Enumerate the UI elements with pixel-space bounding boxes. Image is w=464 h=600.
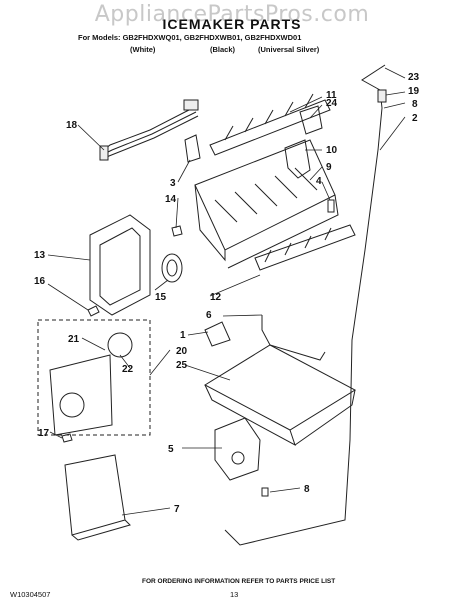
fill-cup-part [254,224,356,271]
document-number: W10304507 [10,590,51,599]
motor-assembly-part [37,319,151,436]
callout-14: 14 [165,194,177,205]
shutoff-arm-part [261,315,326,361]
clip-part [184,134,201,163]
callouts: 23 19 8 2 11 24 18 10 9 3 4 14 13 16 15 … [34,72,420,515]
variant-silver: (Universal Silver) [258,45,320,54]
callout-11: 11 [326,90,337,101]
callout-10: 10 [326,145,338,156]
callout-25: 25 [176,360,188,371]
callout-1: 1 [180,330,186,341]
callout-15: 15 [155,292,167,303]
callout-13: 13 [34,250,46,261]
control-housing-part [89,214,151,316]
callout-18: 18 [66,120,78,131]
callout-17: 17 [38,428,50,439]
callout-4: 4 [316,176,322,187]
callout-20: 20 [176,346,188,357]
callout-23: 23 [408,72,420,83]
callout-7: 7 [174,504,180,515]
callout-8-lower: 8 [304,484,310,495]
gear-part [161,253,183,283]
callout-2: 2 [412,113,418,124]
fill-tube-part [224,64,387,546]
diagram-title: ICEMAKER PARTS [162,16,302,32]
bracket-part [284,105,323,179]
valve-cover-part [64,454,131,541]
callout-19: 19 [408,86,420,97]
screw-part [61,433,73,443]
screw-part [327,199,335,213]
leader-lines [47,67,406,516]
callout-5: 5 [168,444,174,455]
variant-white: (White) [130,45,156,54]
models-line: For Models: GB2FHDXWQ01, GB2FHDXWB01, GB… [78,33,302,42]
callout-6: 6 [206,310,212,321]
callout-8: 8 [412,99,418,110]
callout-21: 21 [68,334,80,345]
watermark: AppliancePartsPros.com [94,2,370,27]
callout-22: 22 [122,364,134,375]
icemaker-mold-part [194,139,339,269]
callout-3: 3 [170,178,176,189]
ordering-info-note: FOR ORDERING INFORMATION REFER TO PARTS … [142,578,336,585]
screw-part [261,487,269,497]
callout-12: 12 [210,292,222,303]
callout-16: 16 [34,276,46,287]
ice-bin-part [203,344,357,447]
callout-9: 9 [326,162,332,173]
water-valve-part [214,417,261,481]
variant-black: (Black) [210,45,236,54]
wire-harness-part [99,99,199,161]
cover-part [204,321,231,347]
screw-part [87,305,100,317]
ejector-part [209,93,331,156]
screw-part [171,225,183,237]
callout-24: 24 [326,98,338,109]
page-number: 13 [230,590,239,599]
